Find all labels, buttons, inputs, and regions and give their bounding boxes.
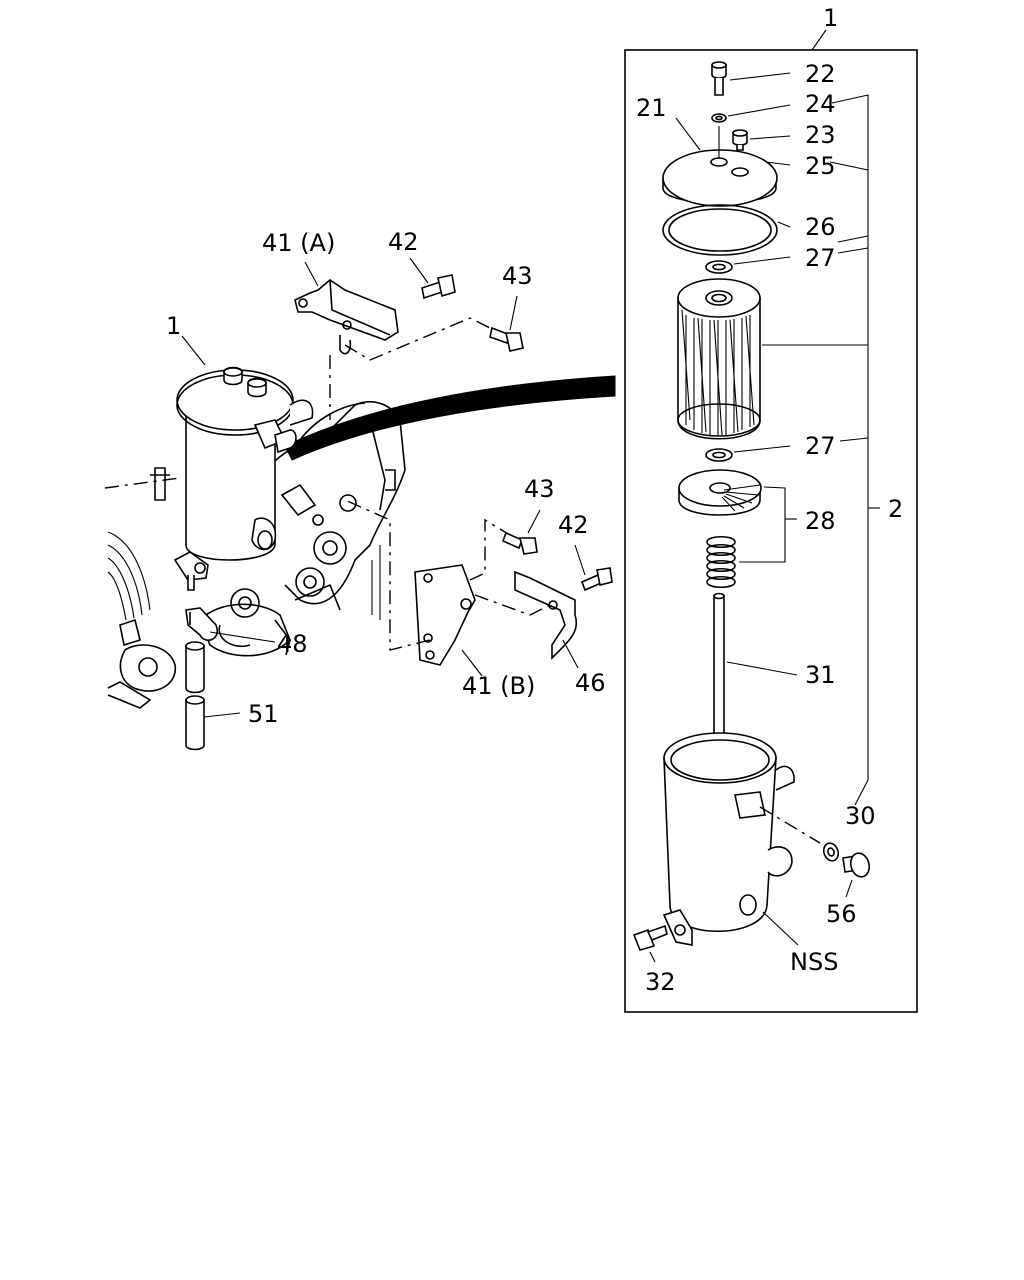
label-bolt-43-top: 43: [502, 262, 533, 290]
housing-nss: [662, 732, 799, 946]
set-bracket-2: [762, 94, 880, 806]
label-washer-24: 24: [805, 90, 836, 118]
spring-seat-28: [678, 469, 762, 516]
spring-28: [706, 486, 797, 589]
hose-51: [185, 641, 205, 751]
bolt-42-top: [421, 274, 456, 300]
label-element-set-2: 2: [888, 495, 903, 523]
label-hose-51: 51: [248, 700, 279, 728]
label-clip-48: 48: [277, 630, 308, 658]
exploded-view-frame: [624, 49, 918, 1013]
label-spring-set-28: 28: [805, 507, 836, 535]
bolt-22: [711, 61, 791, 96]
label-bolt-43-mid: 43: [524, 475, 555, 503]
label-assembly-left: 1: [166, 312, 181, 340]
clip-48: [185, 607, 219, 641]
fuel-line: [284, 375, 616, 461]
washer-24: [711, 104, 791, 123]
label-bracket-41b: 41 (B): [462, 672, 535, 700]
rod-31: [713, 592, 798, 754]
leader-lines-left: [181, 257, 586, 718]
filter-element: [677, 278, 761, 440]
label-housing-nss: NSS: [790, 948, 838, 976]
bolt-43-top: [489, 326, 524, 352]
label-oring-26: 26: [805, 213, 836, 241]
bolt-32: [632, 924, 668, 963]
bolt-42-mid: [580, 567, 613, 592]
washer-30: [759, 806, 840, 862]
bracket-46: [514, 570, 578, 660]
seal-27-top: [705, 256, 791, 274]
label-bracket-46: 46: [575, 669, 606, 697]
label-bolt-32: 32: [645, 968, 676, 996]
box-leader: [811, 29, 827, 51]
label-bolt-42-top: 42: [388, 228, 419, 256]
label-bolt-23: 23: [805, 121, 836, 149]
label-plug-56: 56: [826, 900, 857, 928]
label-bracket-41a: 41 (A): [262, 229, 335, 257]
label-box-assembly: 1: [823, 4, 838, 32]
label-washer-25: 25: [805, 152, 836, 180]
engine-block-outline: [104, 401, 406, 709]
label-bolt-22: 22: [805, 60, 836, 88]
bolt-43-mid: [501, 531, 538, 555]
label-washer-30: 30: [845, 802, 876, 830]
label-bolt-42-mid: 42: [558, 511, 589, 539]
filter-assembly-installed: [173, 366, 314, 591]
oring-26: [662, 204, 791, 256]
label-rod-31: 31: [805, 661, 836, 689]
label-seal-27-top: 27: [805, 244, 836, 272]
cover-21: [662, 117, 778, 207]
seal-27-bottom: [705, 445, 791, 462]
plug-56: [842, 852, 871, 898]
bracket-41b: [344, 499, 561, 666]
label-cover-21: 21: [636, 94, 667, 122]
bolt-23: [732, 129, 791, 151]
bracket-41a: [294, 279, 491, 420]
label-seal-27-bottom: 27: [805, 432, 836, 460]
